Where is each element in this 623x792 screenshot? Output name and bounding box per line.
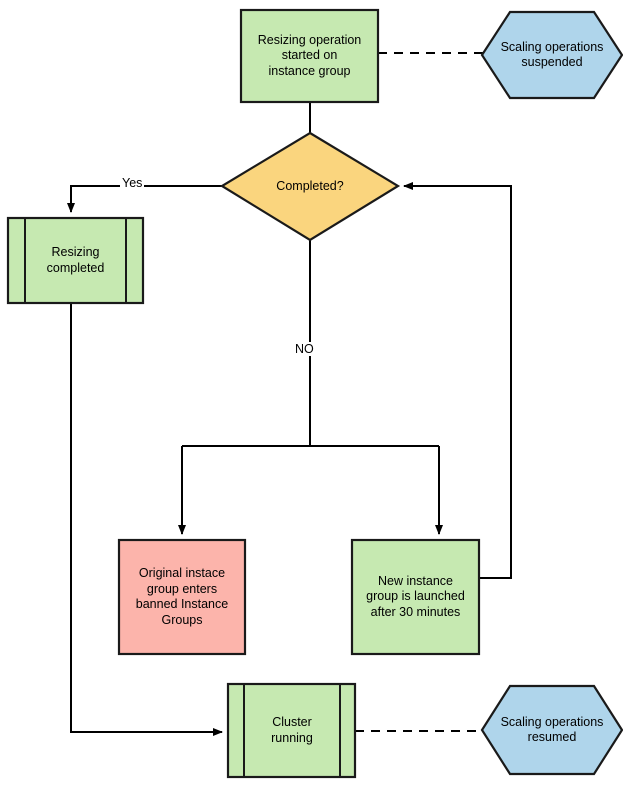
node-resizing-completed[interactable]: [6, 216, 145, 305]
node-resizing-started[interactable]: [239, 8, 380, 104]
edge-new-group-loopback: [403, 182, 512, 579]
node-new-group-launched[interactable]: [350, 538, 481, 656]
node-completed-decision[interactable]: [219, 131, 401, 242]
edge-decision-yes: [67, 185, 222, 213]
node-original-group-banned[interactable]: [117, 538, 247, 656]
node-scaling-suspended[interactable]: [480, 10, 623, 100]
edge-label-no: NO: [293, 342, 316, 356]
edge-resizing-to-cluster: [70, 303, 223, 736]
edge-label-yes: Yes: [120, 176, 145, 190]
node-scaling-resumed[interactable]: [480, 684, 623, 776]
node-cluster-running[interactable]: [226, 682, 357, 779]
